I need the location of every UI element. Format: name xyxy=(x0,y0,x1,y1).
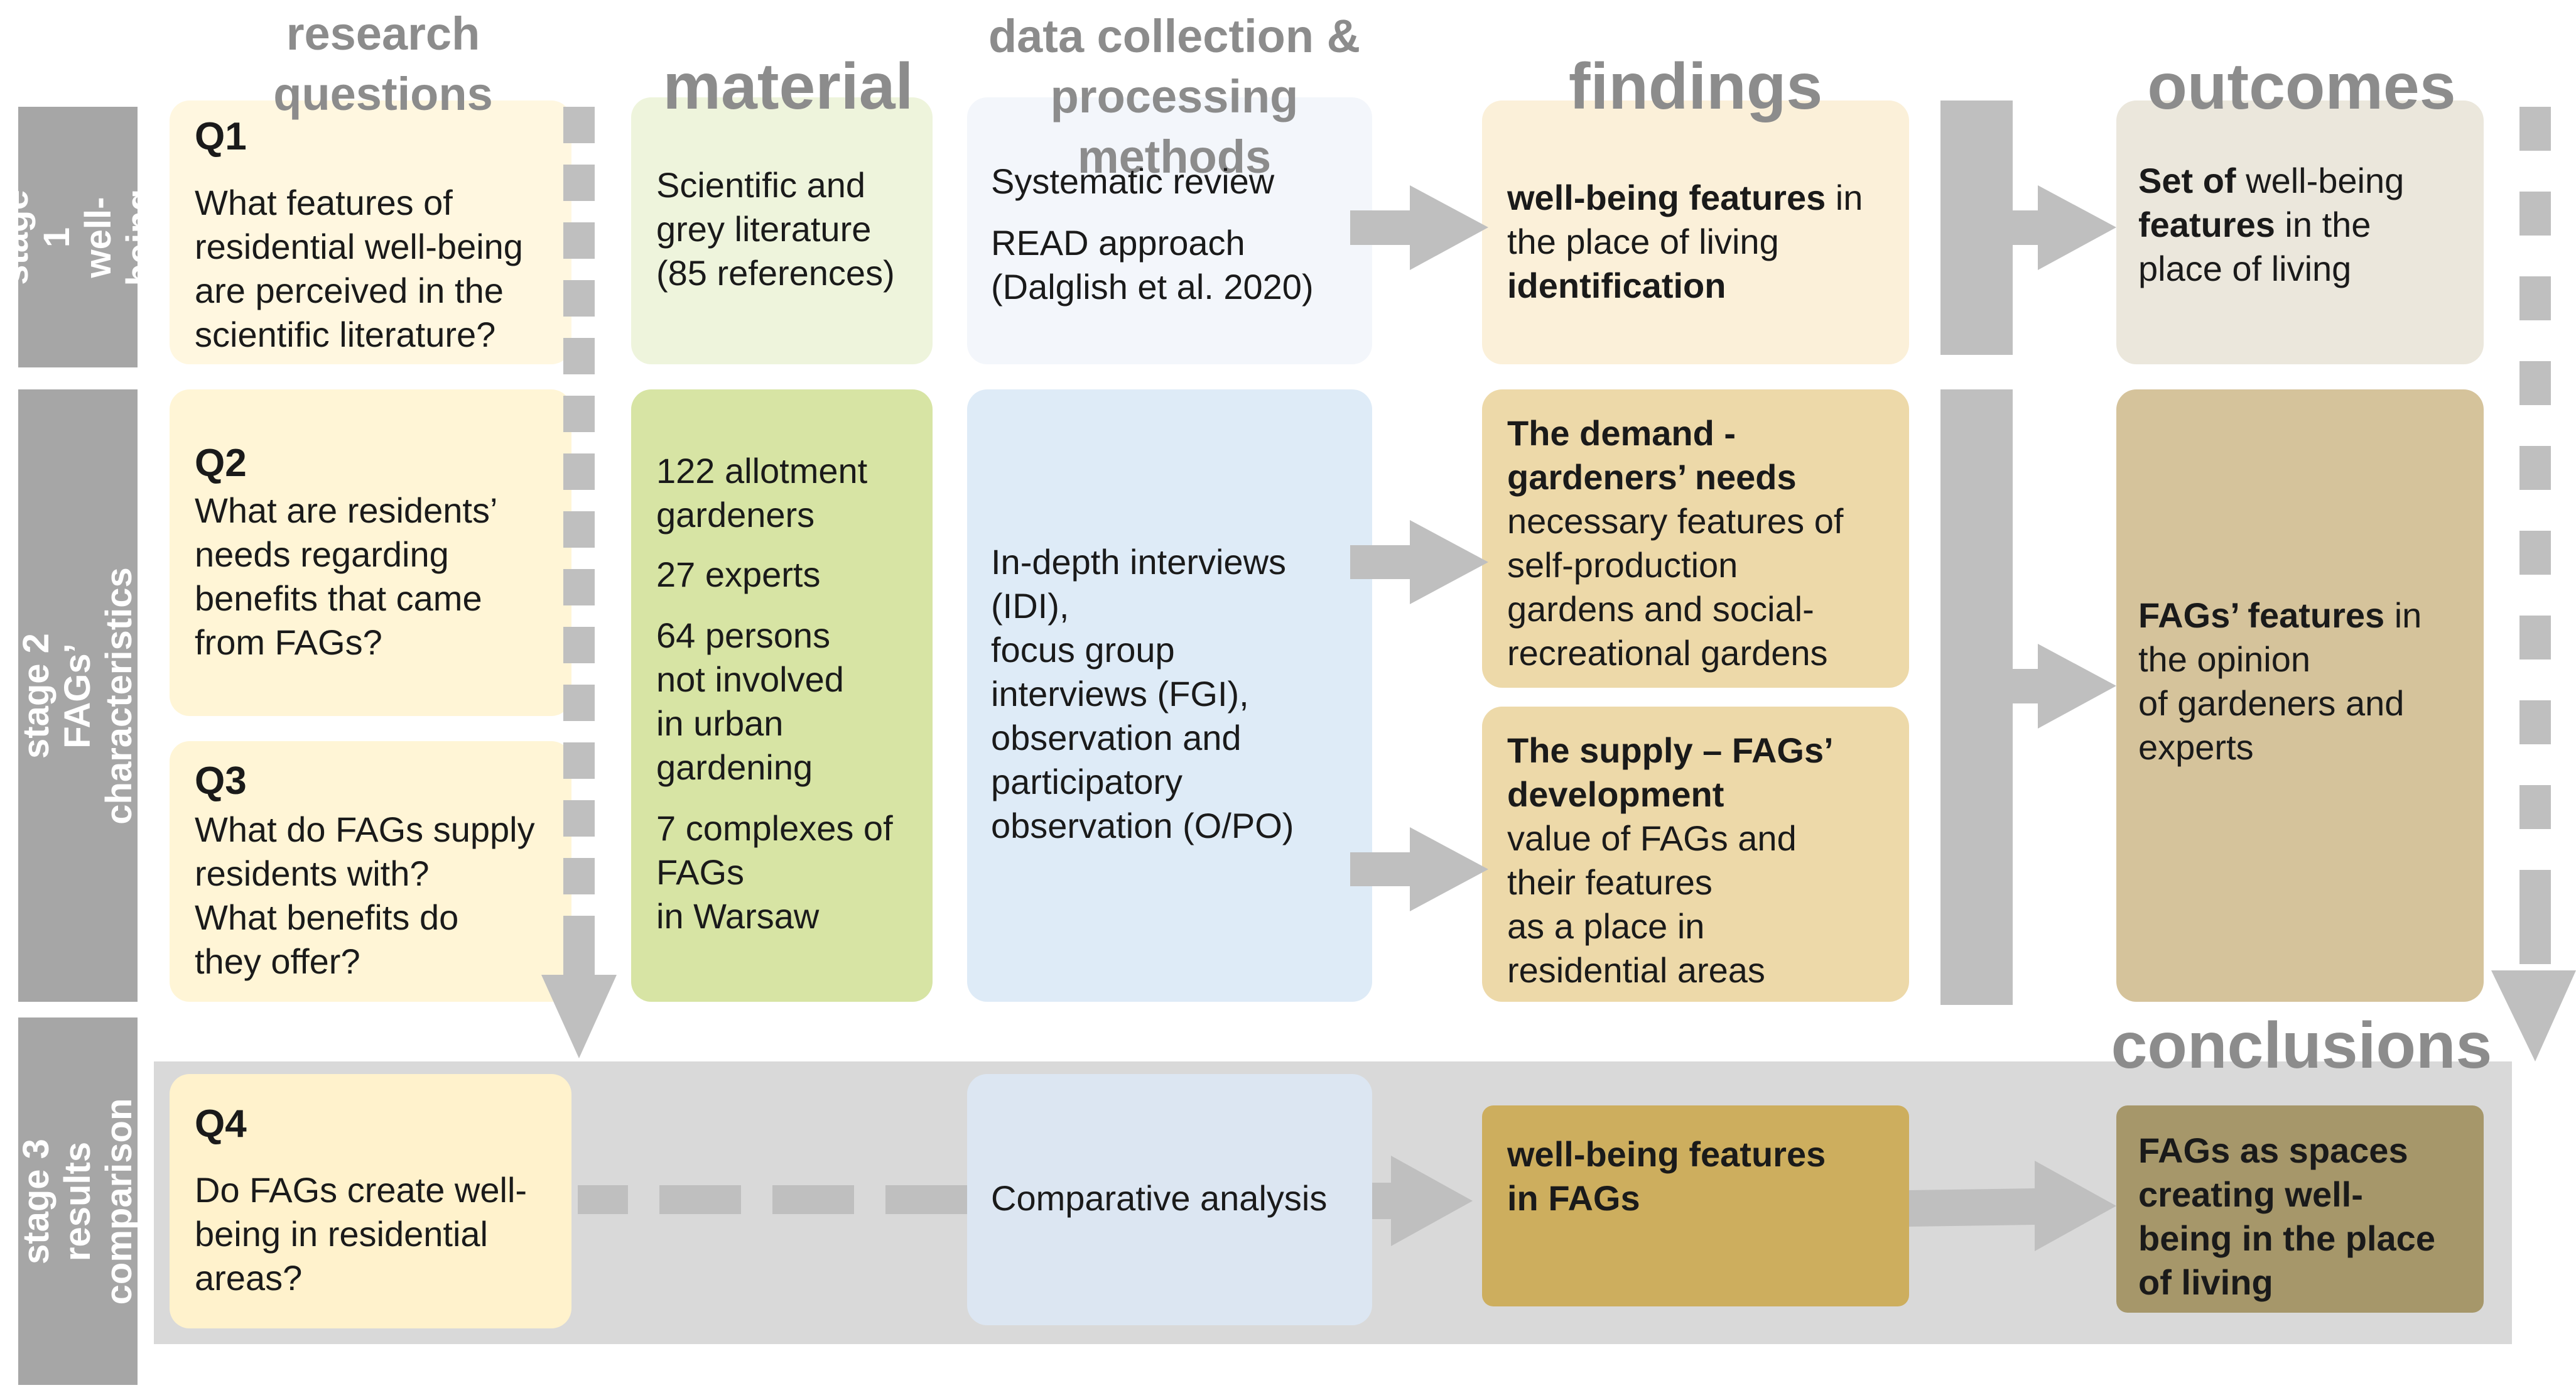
methods-systematic-review: Systematic review xyxy=(991,161,1275,201)
conclusion-text: FAGs as spaces creating well- being in t… xyxy=(2138,1131,2435,1302)
conclusion-box xyxy=(2116,1105,2484,1313)
stage3-bar: stage 3 results comparison xyxy=(16,1017,139,1385)
findings-stage1-bold1: well-being features xyxy=(1507,178,1826,217)
arrow-method-to-findings-2 xyxy=(1350,520,1488,604)
arrow-method-to-findings-3 xyxy=(1350,827,1488,911)
findings-stage3-box xyxy=(1482,1105,1909,1306)
findings-stage1-box xyxy=(1482,100,1909,364)
outcome-stage1-text: Set of well-being features in the place … xyxy=(2138,159,2490,291)
header-outcomes: outcomes xyxy=(2147,50,2456,123)
methods-stage2-box xyxy=(967,389,1372,1002)
findings-supply-body: value of FAGs and their features as a pl… xyxy=(1507,818,1797,990)
outcome-stage1-bold1: Set of xyxy=(2138,161,2236,200)
q4-box xyxy=(170,1074,571,1328)
outcome-stage2-text: FAGs’ features in the opinion of gardene… xyxy=(2138,594,2490,769)
stage2-label: stage 2 FAGs’ characteristics xyxy=(16,567,139,825)
arrow-method-to-findings-1 xyxy=(1350,185,1488,270)
outcome-stage1-bold2: features xyxy=(2138,205,2275,244)
methods-comparative-analysis: Comparative analysis xyxy=(991,1178,1328,1218)
arrow-to-outcome-1 xyxy=(2013,185,2116,270)
arrow-findings-to-conclusion xyxy=(1909,1161,2116,1251)
findings-stage1-normal: in the place of living xyxy=(1507,178,1863,261)
methods-stage2-text: In-depth interviews (IDI), focus group i… xyxy=(991,542,1294,845)
stage1-label: stage 1 well-being xyxy=(0,188,160,286)
outcome-stage2-bold: FAGs’ features xyxy=(2138,595,2385,635)
findings-demand-box xyxy=(1482,389,1909,688)
findings-stage3-text: well-being features in FAGs xyxy=(1507,1134,1826,1218)
q1-title: Q1 xyxy=(195,115,247,158)
q4-to-methods-dashed-arrow xyxy=(578,1185,967,1214)
material-stage1-box xyxy=(631,97,933,364)
stage2-bar: stage 2 FAGs’ characteristics xyxy=(16,389,139,1002)
material-complexes: 7 complexes of FAGs in Warsaw xyxy=(656,808,893,936)
outcome-stage2-normal: in the opinion of gardeners and experts xyxy=(2138,595,2422,767)
findings-stage1-text: well-being features in the place of livi… xyxy=(1507,176,1909,308)
header-findings: findings xyxy=(1568,50,1823,123)
q1-box xyxy=(170,100,571,364)
material-experts: 27 experts xyxy=(656,555,821,594)
findings-demand-title: The demand - gardeners’ needs xyxy=(1507,413,1797,497)
material-gardeners: 122 allotment gardeners xyxy=(656,451,868,534)
q1-text: What features of residential well-being … xyxy=(195,183,523,354)
material-stage2-box xyxy=(631,389,933,1002)
stage1-bar: stage 1 well-being xyxy=(0,107,160,367)
q2-title: Q2 xyxy=(195,442,247,485)
outcomes-flow-arrow xyxy=(2491,107,2576,1061)
methods-stage1-box xyxy=(967,97,1372,364)
q3-title: Q3 xyxy=(195,759,247,803)
header-conclusions: conclusions xyxy=(2111,1009,2492,1082)
findings-supply-box xyxy=(1482,707,1909,1002)
outcome-stage1-normal2: in the place of living xyxy=(2138,205,2371,288)
q3-text: What do FAGs supply residents with? What… xyxy=(195,810,535,981)
findings-supply-title: The supply – FAGs’ development xyxy=(1507,730,1834,814)
q2-text: What are residents’ needs regarding bene… xyxy=(195,491,498,662)
methods-read-approach: READ approach (Dalglish et al. 2020) xyxy=(991,223,1314,307)
header-methods: data collection & processing methods xyxy=(988,10,1361,183)
stage3-label: stage 3 results comparison xyxy=(16,1098,139,1305)
q4-title: Q4 xyxy=(195,1102,247,1146)
outcome-stage1-normal1: well-being xyxy=(2246,161,2405,200)
findings-demand-body: necessary features of self-production ga… xyxy=(1507,501,1844,673)
findings-stage1-bold2: identification xyxy=(1507,266,1726,305)
outcome-stage1-box xyxy=(2116,100,2484,364)
header-material: material xyxy=(663,50,914,123)
q2-box xyxy=(170,389,571,716)
findings-outcome-bar-stage2 xyxy=(1940,389,2013,1005)
q4-text: Do FAGs create well- being in residentia… xyxy=(195,1170,528,1298)
questions-flow-arrow xyxy=(541,107,617,1058)
material-stage1-text: Scientific and grey literature (85 refer… xyxy=(656,165,895,293)
findings-outcome-bar-stage1 xyxy=(1940,100,2013,355)
arrow-to-outcome-2 xyxy=(2013,644,2116,729)
q3-box xyxy=(170,741,571,1002)
outcome-stage2-box xyxy=(2116,389,2484,1002)
arrow-methods-to-findings-stage3 xyxy=(1372,1156,1473,1246)
methods-stage3-box xyxy=(967,1074,1372,1325)
material-persons: 64 persons not involved in urban gardeni… xyxy=(656,616,844,787)
header-research-questions: research questions xyxy=(273,8,493,120)
